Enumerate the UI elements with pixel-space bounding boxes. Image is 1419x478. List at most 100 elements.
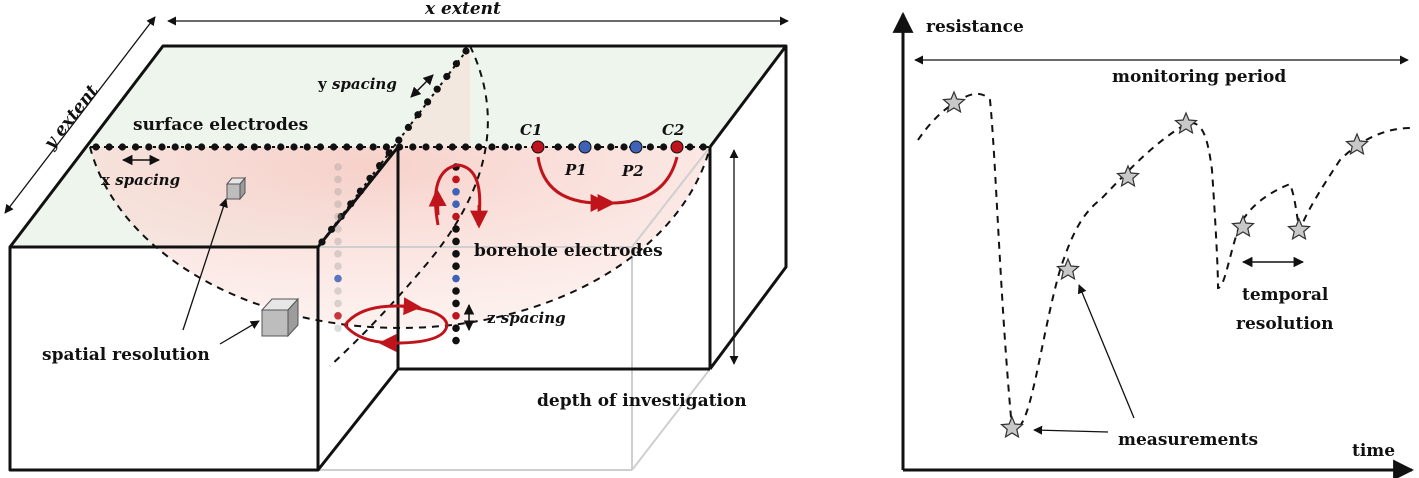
measurement-star	[1056, 257, 1080, 281]
spatial-resolution-pointer-large	[219, 320, 260, 345]
surface-electrode	[409, 143, 417, 151]
surface-electrode	[290, 143, 298, 151]
borehole-electrode	[334, 250, 342, 258]
measurement-pointer-1	[1033, 425, 1109, 435]
borehole-electrode	[334, 175, 342, 184]
label-p2: P2	[621, 162, 644, 180]
surface-electrode	[369, 143, 377, 151]
measurement-star	[1174, 111, 1198, 135]
surface-electrode	[92, 143, 100, 151]
x-spacing-label: x spacing	[101, 171, 180, 189]
surface-electrode	[567, 143, 575, 151]
y-spacing-arrow	[410, 74, 434, 98]
temporal-resolution-label-1: temporal	[1242, 285, 1329, 305]
electrode-c2	[670, 140, 684, 154]
measurement-star	[942, 90, 966, 114]
electrode-p1	[578, 140, 592, 154]
x-extent-label: x extent	[424, 0, 501, 19]
borehole-electrode	[452, 274, 460, 283]
borehole-electrodes-front	[452, 163, 460, 345]
surface-electrode	[145, 143, 153, 151]
surface-electrode	[554, 143, 562, 151]
borehole-electrode	[452, 212, 460, 221]
surface-electrode	[620, 143, 628, 151]
surface-electrode	[224, 143, 232, 151]
measurement-star	[1345, 132, 1369, 156]
surface-electrode	[184, 143, 192, 151]
surface-electrode	[699, 143, 707, 151]
surface-electrode	[356, 143, 364, 151]
surface-electrode	[424, 98, 432, 106]
survey-diagram: C1 C2 P1 P2 x extent y extent y spacing	[4, 0, 789, 472]
surface-electrode	[211, 143, 219, 151]
surface-electrode	[171, 143, 179, 151]
surface-electrode	[250, 143, 258, 151]
surface-electrode	[660, 143, 668, 151]
measurement-stars	[942, 90, 1369, 439]
y-extent-arrow	[4, 16, 156, 214]
surface-electrode	[303, 143, 311, 151]
surface-electrode	[396, 143, 404, 151]
temporal-resolution-label-2: resolution	[1236, 314, 1334, 334]
surface-electrode	[514, 143, 523, 151]
surface-electrode	[686, 143, 694, 151]
borehole-electrode	[334, 274, 342, 283]
spatial-resolution-label: spatial resolution	[42, 345, 210, 365]
surface-electrode	[118, 143, 126, 151]
borehole-electrode	[452, 262, 460, 271]
surface-electrode	[422, 143, 430, 151]
measurement-star	[1000, 415, 1024, 439]
borehole-electrode	[452, 200, 460, 208]
y-spacing-label: y spacing	[317, 75, 397, 93]
borehole-loop-arrow-up	[428, 188, 447, 216]
surface-electrode	[414, 111, 422, 119]
measurements-label: measurements	[1118, 430, 1258, 450]
surface-electrode	[382, 143, 390, 151]
borehole-electrode	[452, 324, 460, 333]
surface-electrode	[158, 143, 166, 151]
surface-electrode	[366, 174, 374, 182]
surface-electrode	[376, 162, 384, 170]
surface-electrode	[318, 238, 326, 246]
borehole-electrode	[334, 262, 342, 271]
surface-electrode	[316, 143, 324, 151]
borehole-electrode	[452, 188, 460, 196]
borehole-electrode	[334, 287, 342, 295]
surface-electrode	[462, 143, 470, 151]
sensitivity-region	[90, 147, 710, 328]
measurement-pointer-2	[1077, 284, 1135, 419]
cross-loop-arrow-top	[399, 297, 422, 316]
surface-electrode	[488, 143, 496, 151]
surface-electrode	[433, 85, 441, 93]
surface-electrode	[330, 143, 338, 151]
borehole-electrode	[452, 299, 460, 308]
measurement-star	[1287, 217, 1311, 241]
surface-electrode	[395, 136, 403, 144]
borehole-electrode	[452, 336, 460, 345]
borehole-electrode	[452, 312, 460, 320]
borehole-electrodes-label: borehole electrodes	[474, 241, 663, 261]
borehole-electrode	[334, 163, 342, 171]
borehole-electrodes-back	[334, 163, 342, 333]
spatial-resolution-pointer-small	[182, 198, 228, 331]
surface-electrodes-label: surface electrodes	[133, 115, 308, 135]
label-c2: C2	[662, 121, 684, 139]
resistance-label: resistance	[926, 17, 1024, 37]
surface-electrode	[448, 143, 456, 151]
surface-electrode	[237, 143, 245, 151]
borehole-electrode	[334, 299, 342, 308]
surface-electrode	[452, 60, 460, 68]
sensitivity-outline	[89, 146, 711, 329]
large-voxel-cube	[260, 297, 300, 338]
surface-electrode	[435, 143, 443, 151]
measurement-star	[1231, 214, 1255, 238]
electrode-c1	[531, 140, 545, 154]
surface-electrode	[277, 143, 285, 151]
borehole-electrode	[334, 200, 342, 208]
monitoring-period-label: monitoring period	[1112, 67, 1286, 87]
measurement-star	[1116, 164, 1140, 188]
resistance-curve	[917, 92, 1411, 430]
borehole-electrode	[334, 237, 342, 246]
surface-electrode-line-y	[317, 45, 471, 248]
surface-electrode	[347, 200, 355, 208]
